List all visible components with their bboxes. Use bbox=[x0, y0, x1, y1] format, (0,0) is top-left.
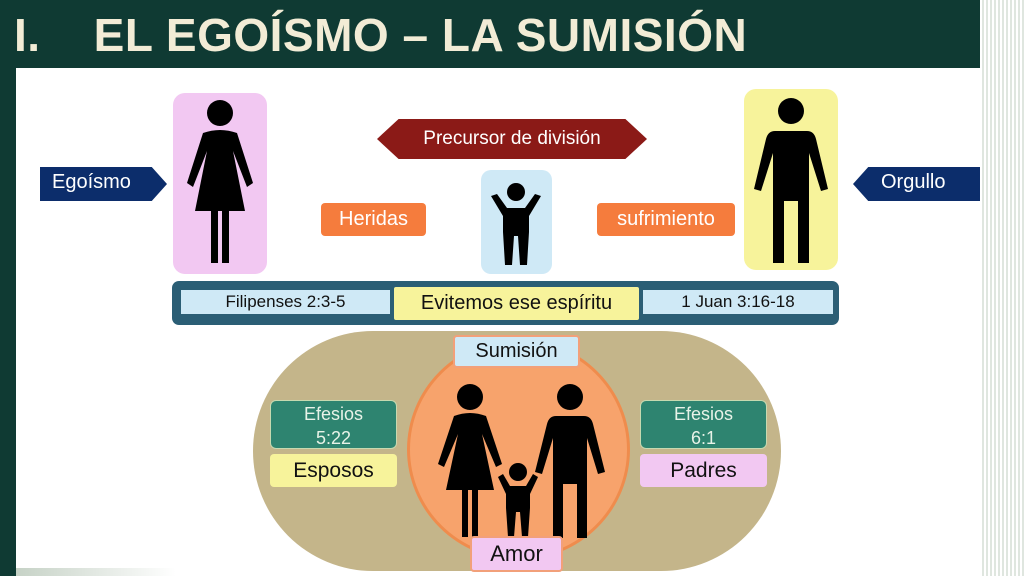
bottom-accent-line bbox=[16, 568, 176, 576]
man-figure-icon bbox=[754, 98, 828, 263]
sufrimiento-tag: sufrimiento bbox=[597, 203, 735, 236]
right-side-stripe bbox=[980, 0, 1024, 576]
efesios-left-line1: Efesios bbox=[303, 404, 364, 424]
woman-figure-icon bbox=[187, 100, 253, 263]
efesios-right-line2: 6:1 bbox=[690, 428, 717, 448]
left-side-band bbox=[0, 68, 16, 576]
esposos-label: Esposos bbox=[270, 454, 397, 487]
heridas-tag: Heridas bbox=[321, 203, 426, 236]
amor-label: Amor bbox=[470, 536, 563, 572]
sumision-label: Sumisión bbox=[453, 335, 580, 368]
efesios-5-22-tag: Efesios 5:22 bbox=[270, 400, 397, 449]
family-figure-icon bbox=[438, 384, 605, 538]
verse-juan: 1 Juan 3:16-18 bbox=[643, 290, 833, 314]
woman-card bbox=[173, 93, 267, 274]
man-card bbox=[744, 89, 838, 270]
efesios-left-line2: 5:22 bbox=[315, 428, 352, 448]
egoismo-arrow: Egoísmo bbox=[40, 167, 167, 201]
child-figure-icon bbox=[491, 183, 541, 265]
verse-filipenses: Filipenses 2:3-5 bbox=[181, 290, 390, 314]
family-circle bbox=[407, 339, 630, 560]
child-card bbox=[481, 170, 552, 274]
division-double-arrow: Precursor de división bbox=[377, 119, 647, 159]
padres-label: Padres bbox=[640, 454, 767, 487]
orgullo-arrow: Orgullo bbox=[853, 167, 980, 201]
title-bar bbox=[0, 0, 980, 68]
verse-bar-center-label: Evitemos ese espíritu bbox=[394, 287, 639, 320]
efesios-6-1-tag: Efesios 6:1 bbox=[640, 400, 767, 449]
slide-title: I. EL EGOÍSMO – LA SUMISIÓN bbox=[14, 9, 748, 61]
efesios-right-line1: Efesios bbox=[673, 404, 734, 424]
